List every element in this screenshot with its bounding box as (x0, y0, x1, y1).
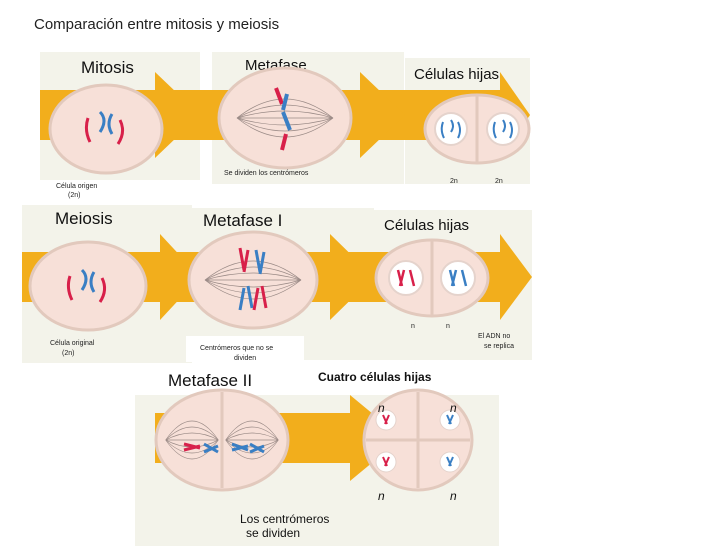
meiosis-stage-label: Metafase I (203, 211, 282, 230)
chromosomes (448, 269, 468, 287)
mitosis-ploidy-a: 2n (450, 178, 458, 185)
meiosis-dna-note-2: se replica (484, 343, 514, 350)
meiosis-note-1: Centrómeros que no se (200, 345, 273, 352)
metaphase-ii-note-1: Los centrómeros (240, 512, 329, 526)
chromosome-blue (238, 285, 254, 311)
chromosome-red (84, 117, 92, 143)
mitosis-arrow-head-1 (155, 72, 200, 158)
chromosome-blue (98, 110, 106, 133)
meiosis-daughters-label: Células hijas (384, 217, 469, 234)
metaphase-ii-header-bg (135, 363, 499, 395)
daughter-nucleus (434, 112, 468, 146)
chromosome-red (280, 133, 288, 151)
chromosomes (396, 269, 416, 287)
meiosis-dna-note-1: El ADN no (478, 333, 510, 340)
chromosome-blue (80, 268, 88, 291)
ploidy-bottom-left: n (378, 489, 385, 503)
chromosome-red (66, 275, 74, 301)
chromosomes (382, 414, 390, 425)
page-title: Comparación entre mitosis y meiosis (34, 16, 280, 33)
metaphase-ii-note-2: se dividen (246, 526, 300, 540)
chromosome-red (238, 247, 250, 273)
mitosis-ploidy-b: 2n (495, 178, 503, 185)
meiosis-note-2: dividen (234, 355, 256, 362)
mitosis-row: Mitosis Célula origen (2n) Metafase Se d… (40, 52, 531, 199)
mitosis-note: Se dividen los centrómeros (224, 170, 309, 177)
chromosome-blue (89, 271, 96, 293)
chromosome-blue (203, 442, 219, 454)
metaphase-ii-label: Metafase II (168, 371, 252, 390)
chromosomes (492, 119, 513, 139)
mitosis-origin-cell (48, 83, 164, 175)
mitosis-origin-caption-1: Célula origen (56, 183, 97, 190)
chromosome-red (274, 87, 284, 105)
meiosis-arrow-head-2 (330, 234, 374, 320)
chromosome-blue (107, 113, 114, 135)
meiosis-origin-caption-1: Célula original (50, 340, 95, 347)
chromosome-blue (254, 249, 266, 275)
metaphase-ii-row: Metafase II Cuatro células hijas n n n n… (135, 363, 499, 546)
chromosome-blue (281, 93, 289, 111)
chromosome-red (98, 277, 107, 303)
meiosis-ploidy-a: n (411, 323, 415, 330)
four-daughters-label: Cuatro células hijas (318, 370, 432, 384)
mitosis-daughters-label: Células hijas (414, 66, 499, 83)
ploidy-top-left: n (378, 401, 385, 415)
chromosomes (446, 414, 454, 425)
chromosome-red (183, 442, 201, 452)
chromosome-blue (249, 442, 265, 454)
chromosomes (382, 456, 390, 467)
meiosis-note-background (186, 336, 304, 362)
mitosis-label: Mitosis (81, 58, 134, 77)
mitosis-arrow-head-2b (360, 72, 405, 158)
chromosome-blue (281, 111, 292, 131)
meiosis-arrow-head-1 (160, 234, 200, 320)
meiosis-origin-cell (28, 240, 148, 332)
chromosome-red (252, 285, 268, 311)
chromosome-red (116, 119, 125, 145)
mitosis-origin-caption-2: (2n) (68, 192, 80, 199)
daughter-nucleus (486, 112, 520, 146)
meiosis-ploidy-b: n (446, 323, 450, 330)
meiosis-arrow-head-3 (500, 234, 532, 320)
daughter-nucleus (440, 260, 476, 296)
meiosis-origin-caption-2: (2n) (62, 350, 74, 357)
meiosis-label: Meiosis (55, 209, 113, 228)
daughter-nucleus (388, 260, 424, 296)
chromosomes (440, 119, 461, 139)
ploidy-bottom-right: n (450, 489, 457, 503)
ploidy-top-right: n (450, 401, 457, 415)
chromosomes (446, 456, 454, 467)
chromosome-blue (231, 442, 249, 452)
meiosis-row: Meiosis Célula original (2n) Metafase I … (22, 205, 532, 363)
